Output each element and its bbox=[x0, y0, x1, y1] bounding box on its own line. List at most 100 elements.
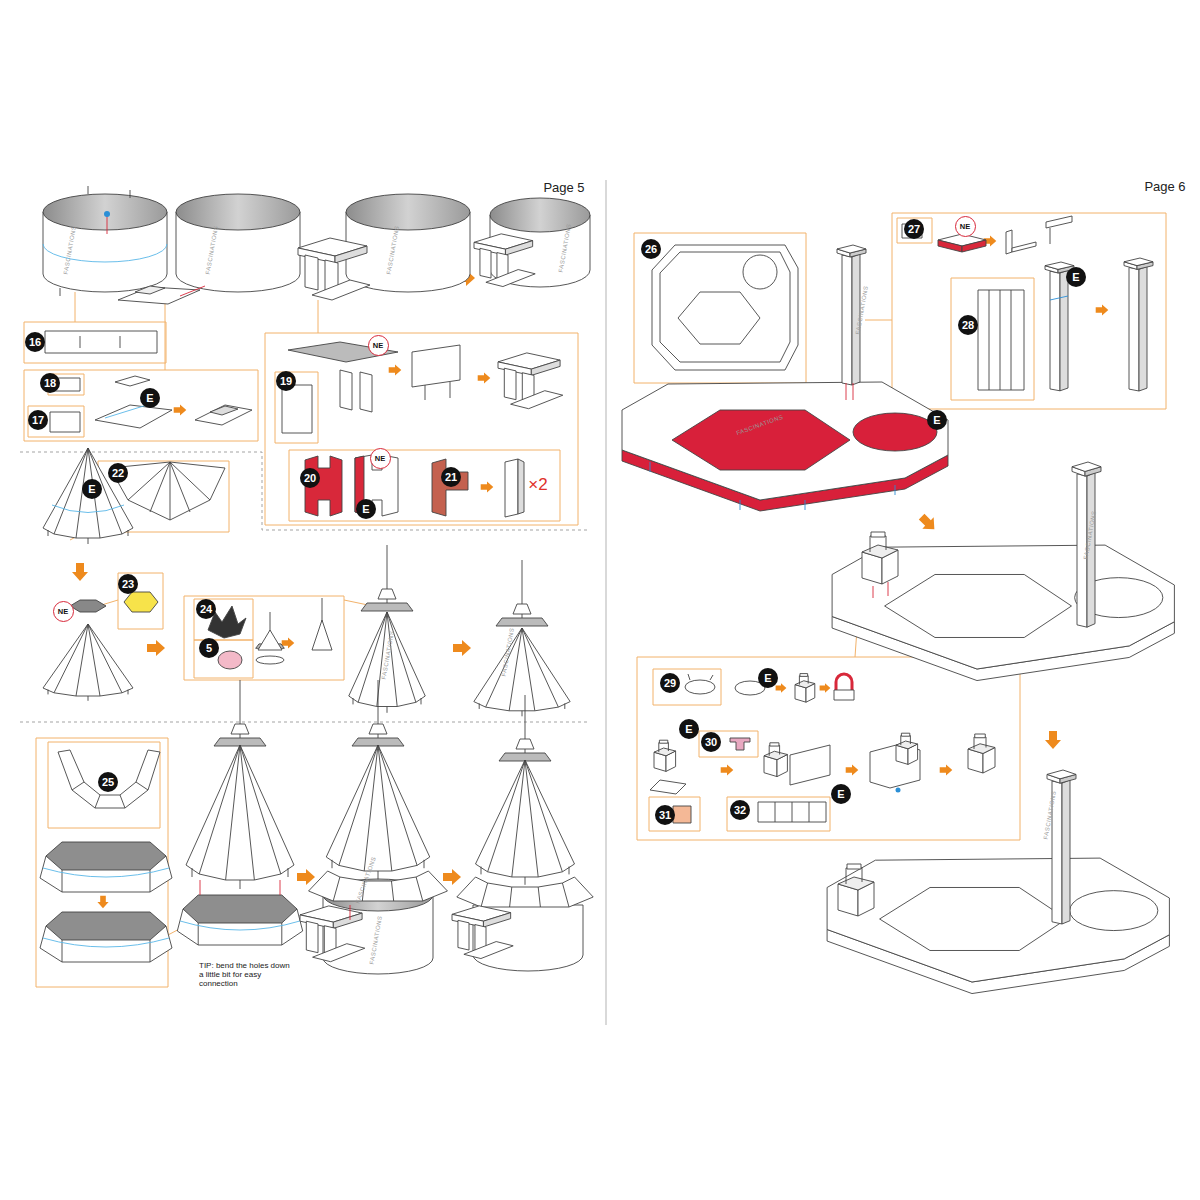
base-plate-part bbox=[652, 245, 798, 395]
well-part bbox=[862, 532, 898, 584]
well-part bbox=[650, 532, 995, 916]
callout-number: 25 bbox=[98, 772, 118, 792]
pillar bbox=[1072, 462, 1101, 627]
callout-number: E bbox=[831, 784, 851, 804]
base-plate bbox=[622, 382, 948, 511]
badge-label: NE bbox=[370, 448, 391, 469]
tower-cylinder bbox=[43, 244, 167, 262]
well-part bbox=[775, 802, 809, 822]
callout-number: 18 bbox=[40, 373, 60, 393]
pillar bbox=[837, 245, 1153, 924]
pillar bbox=[846, 383, 853, 400]
tower-roof bbox=[352, 680, 404, 746]
callout-frame bbox=[24, 370, 258, 441]
callout-number: 30 bbox=[701, 732, 721, 752]
tower-cylinder bbox=[346, 194, 470, 230]
callout-frame bbox=[637, 657, 1020, 840]
base-plate bbox=[827, 858, 1169, 993]
bench-leg-part bbox=[432, 459, 468, 516]
callout-number: E bbox=[1066, 267, 1086, 287]
part-piece bbox=[95, 405, 172, 428]
tower-roof bbox=[499, 695, 551, 761]
tower-roof bbox=[300, 906, 365, 962]
spire-part bbox=[258, 630, 282, 650]
bench-leg-part bbox=[305, 455, 524, 517]
callout-number: 16 bbox=[25, 332, 45, 352]
step-arrow bbox=[481, 481, 494, 492]
well-part bbox=[896, 788, 901, 793]
base-plate bbox=[650, 462, 895, 510]
step-arrow bbox=[478, 372, 491, 383]
callout-frame bbox=[892, 213, 1166, 409]
tower-roof bbox=[214, 680, 266, 746]
pillar-part bbox=[989, 290, 1011, 390]
watermark: FASCINATIONS bbox=[205, 225, 220, 275]
roof-ring-part bbox=[40, 912, 172, 962]
callout-frame bbox=[727, 797, 830, 831]
base-plate bbox=[622, 382, 1174, 994]
tower-roof bbox=[177, 895, 302, 945]
callout-number: 24 bbox=[196, 599, 216, 619]
page-divider bbox=[606, 180, 607, 1025]
callout-number: 22 bbox=[108, 463, 128, 483]
well-part bbox=[838, 864, 874, 916]
callout-frame bbox=[897, 218, 932, 243]
roof-ring-part bbox=[40, 842, 172, 892]
spire-part bbox=[312, 620, 332, 650]
watermark: FASCINATIONS bbox=[855, 285, 870, 335]
well-part bbox=[896, 733, 918, 764]
base-plate-part bbox=[743, 255, 777, 289]
bench-seat-part bbox=[282, 342, 563, 433]
star-part bbox=[124, 592, 158, 612]
watermark: FASCINATIONS bbox=[501, 627, 516, 677]
callout-number: 28 bbox=[958, 315, 978, 335]
callout-number: 5 bbox=[199, 638, 219, 658]
stair-part bbox=[135, 286, 165, 294]
page-divider bbox=[606, 180, 607, 1025]
well-part bbox=[968, 734, 995, 773]
quantity-label: ×2 bbox=[528, 475, 547, 495]
bench-seat-part bbox=[412, 345, 460, 387]
base-plate-part bbox=[652, 245, 798, 370]
tower-cylinder bbox=[43, 194, 167, 230]
badge-label: NE bbox=[955, 216, 976, 237]
part-piece bbox=[50, 412, 80, 432]
part-piece bbox=[115, 376, 150, 386]
callout-number: 29 bbox=[660, 673, 680, 693]
callout-frame bbox=[265, 333, 578, 525]
pillar-part bbox=[978, 290, 1024, 390]
callout-frame bbox=[48, 742, 160, 828]
step-arrow bbox=[916, 511, 940, 535]
callout-number: 20 bbox=[300, 468, 320, 488]
roof-cone bbox=[52, 505, 124, 513]
step-arrow bbox=[940, 764, 953, 775]
base-plate-part bbox=[678, 292, 760, 344]
callout-frame bbox=[634, 233, 806, 383]
tower-roof bbox=[350, 905, 351, 920]
roof-ring-part bbox=[58, 750, 160, 808]
well-part bbox=[795, 674, 815, 703]
pillar-part bbox=[938, 240, 962, 252]
tower-roof bbox=[476, 760, 575, 885]
tower-cylinder bbox=[176, 194, 300, 230]
roof-cone bbox=[70, 600, 106, 612]
watermark: FASCINATIONS bbox=[558, 223, 573, 273]
callout-number: E bbox=[758, 668, 778, 688]
tower-roof bbox=[457, 877, 593, 907]
callout-number: 23 bbox=[118, 574, 138, 594]
step-arrow bbox=[776, 683, 787, 693]
step-arrow bbox=[297, 869, 315, 885]
well-part bbox=[654, 740, 676, 771]
part-piece bbox=[45, 331, 252, 432]
pillar-part bbox=[1046, 216, 1072, 228]
part-piece bbox=[80, 336, 120, 348]
part-piece bbox=[45, 331, 157, 353]
well-part bbox=[650, 780, 686, 794]
step-arrow bbox=[389, 364, 402, 375]
bench-seat-part bbox=[425, 382, 450, 400]
watermark: FASCINATIONS bbox=[386, 225, 401, 275]
callout-frame bbox=[699, 731, 758, 757]
pillar-part bbox=[962, 240, 986, 252]
watermark: FASCINATIONS bbox=[1043, 790, 1058, 840]
